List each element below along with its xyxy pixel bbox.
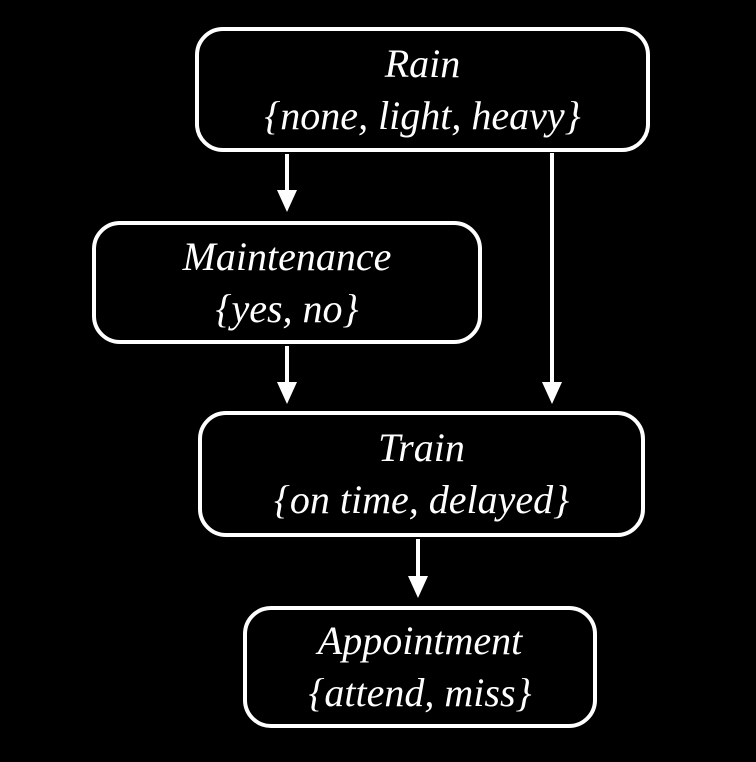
node-train-values: {on time, delayed}	[273, 477, 570, 522]
node-rain-name: Rain	[384, 40, 461, 86]
node-maintenance-values: {yes, no}	[215, 285, 359, 331]
node-train-name: Train	[378, 425, 465, 470]
node-maintenance: Maintenance {yes, no}	[92, 221, 482, 344]
node-appointment-name: Appointment	[317, 618, 523, 663]
node-rain: Rain {none, light, heavy}	[195, 27, 650, 152]
node-train: Train {on time, delayed}	[198, 411, 645, 537]
node-appointment: Appointment {attend, miss}	[243, 606, 597, 728]
node-maintenance-name: Maintenance	[182, 233, 392, 279]
node-appointment-values: {attend, miss}	[308, 670, 532, 715]
node-rain-values: {none, light, heavy}	[264, 92, 581, 138]
